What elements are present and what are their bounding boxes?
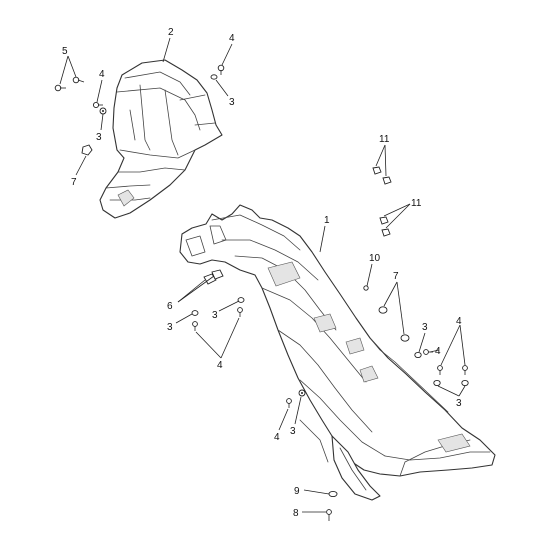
washer-3-right-c [461,379,469,387]
callout-7-right: 7 [393,271,399,282]
callout-4-top: 4 [229,33,235,44]
callout-3-mid-left: 3 [167,322,173,333]
bolt-4-right-c [462,365,468,375]
callouts: 2 5 4 3 4 3 7 11 11 1 10 7 6 3 3 4 3 4 4… [62,27,462,519]
washer-3-top [210,74,218,80]
callout-9: 9 [294,486,300,497]
callout-5: 5 [62,46,68,57]
washer-3-right-b [433,379,441,387]
callout-6: 6 [167,301,173,312]
callout-3-low: 3 [290,426,296,437]
bolt-5b [72,76,85,84]
callout-3-top: 3 [229,97,235,108]
callout-4-right-top: 4 [456,316,462,327]
callout-3-mid-right: 3 [212,310,218,321]
plug-11a [372,166,382,175]
callout-3-left: 3 [96,132,102,143]
bolt-4-mid-b [237,307,243,317]
callout-2: 2 [168,27,174,38]
callout-4-left: 4 [99,69,105,80]
bolt-4-right-a [423,349,433,355]
plug-11c [379,216,389,225]
callout-11-mid: 11 [411,198,422,209]
bolt-4-mid-a [192,321,198,331]
grommet-7-right-b [400,334,410,342]
bolt-5a [54,84,66,92]
nut-9 [328,490,338,498]
grommet-7-right-a [378,306,388,314]
bolt-8 [326,509,332,521]
callout-4-low: 4 [274,432,280,443]
washer-3-low [298,389,306,397]
bolt-4-top [217,64,225,75]
washer-3-mid-b [237,297,245,303]
leader-lines [59,37,466,513]
callout-1: 1 [324,215,330,226]
washer-3-mid-a [191,310,199,316]
plug-11d [381,228,391,237]
clip-10 [363,285,369,291]
bolt-4-low [286,398,292,408]
callout-4-right-mid: 4 [435,346,441,357]
callout-11-top: 11 [379,134,390,145]
callout-3-right-top: 3 [422,322,428,333]
callout-8: 8 [293,508,299,519]
grommet-7-left [81,144,93,156]
part-1-rear-mudguard [179,204,496,501]
part-2-upper-mudguard [99,59,223,219]
washer-3-right-a [414,351,422,359]
plug-11b [382,176,392,185]
washer-3-left [99,107,107,115]
bolt-4-left [92,101,103,109]
callout-4-mid: 4 [217,360,223,371]
clip-6b [211,269,224,280]
bolt-4-right-b [437,365,443,375]
callout-10: 10 [369,253,381,264]
callout-7-left: 7 [71,177,77,188]
callout-3-right-bottom: 3 [456,398,462,409]
